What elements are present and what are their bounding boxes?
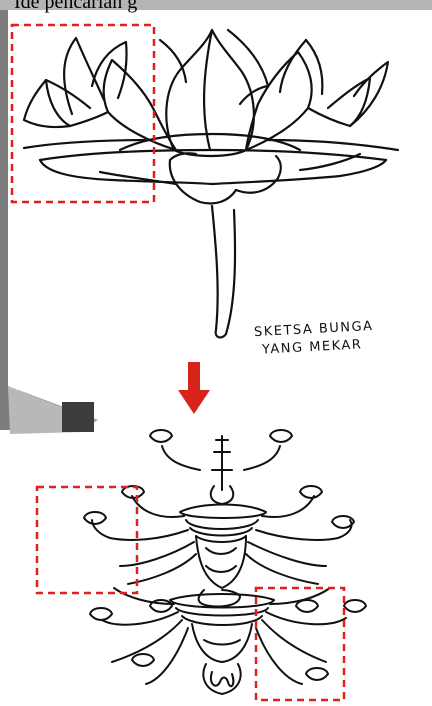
chandelier-sketch [84, 430, 366, 694]
page-curl-dark-block [62, 402, 94, 432]
caption-fragment: Ide pencarian g [14, 0, 137, 13]
